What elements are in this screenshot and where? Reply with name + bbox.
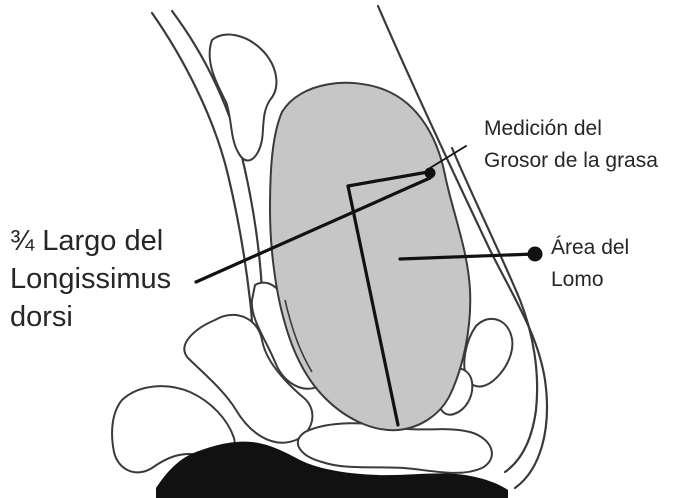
- loin-area-label-line2: Lomo: [551, 264, 629, 296]
- longissimus-length-label: ¾ Largo del Longissimus dorsi: [10, 222, 171, 336]
- longissimus-length-label-line2: Longissimus: [10, 260, 171, 298]
- fat-thickness-label-line1: Medición del: [484, 113, 658, 145]
- fat-thickness-label-line2: Grosor de la grasa: [484, 145, 658, 177]
- longissimus-length-label-line1: ¾ Largo del: [10, 222, 171, 260]
- right-bone: [464, 319, 512, 387]
- area-pointer-dot: [528, 247, 543, 262]
- longissimus-length-label-line3: dorsi: [10, 298, 171, 336]
- loin-area-label: Área del Lomo: [551, 232, 629, 296]
- upper-left-bone: [210, 35, 277, 161]
- fat-measurement-point: [425, 168, 436, 179]
- loin-area-label-line1: Área del: [551, 232, 629, 264]
- fat-thickness-label: Medición del Grosor de la grasa: [484, 113, 658, 177]
